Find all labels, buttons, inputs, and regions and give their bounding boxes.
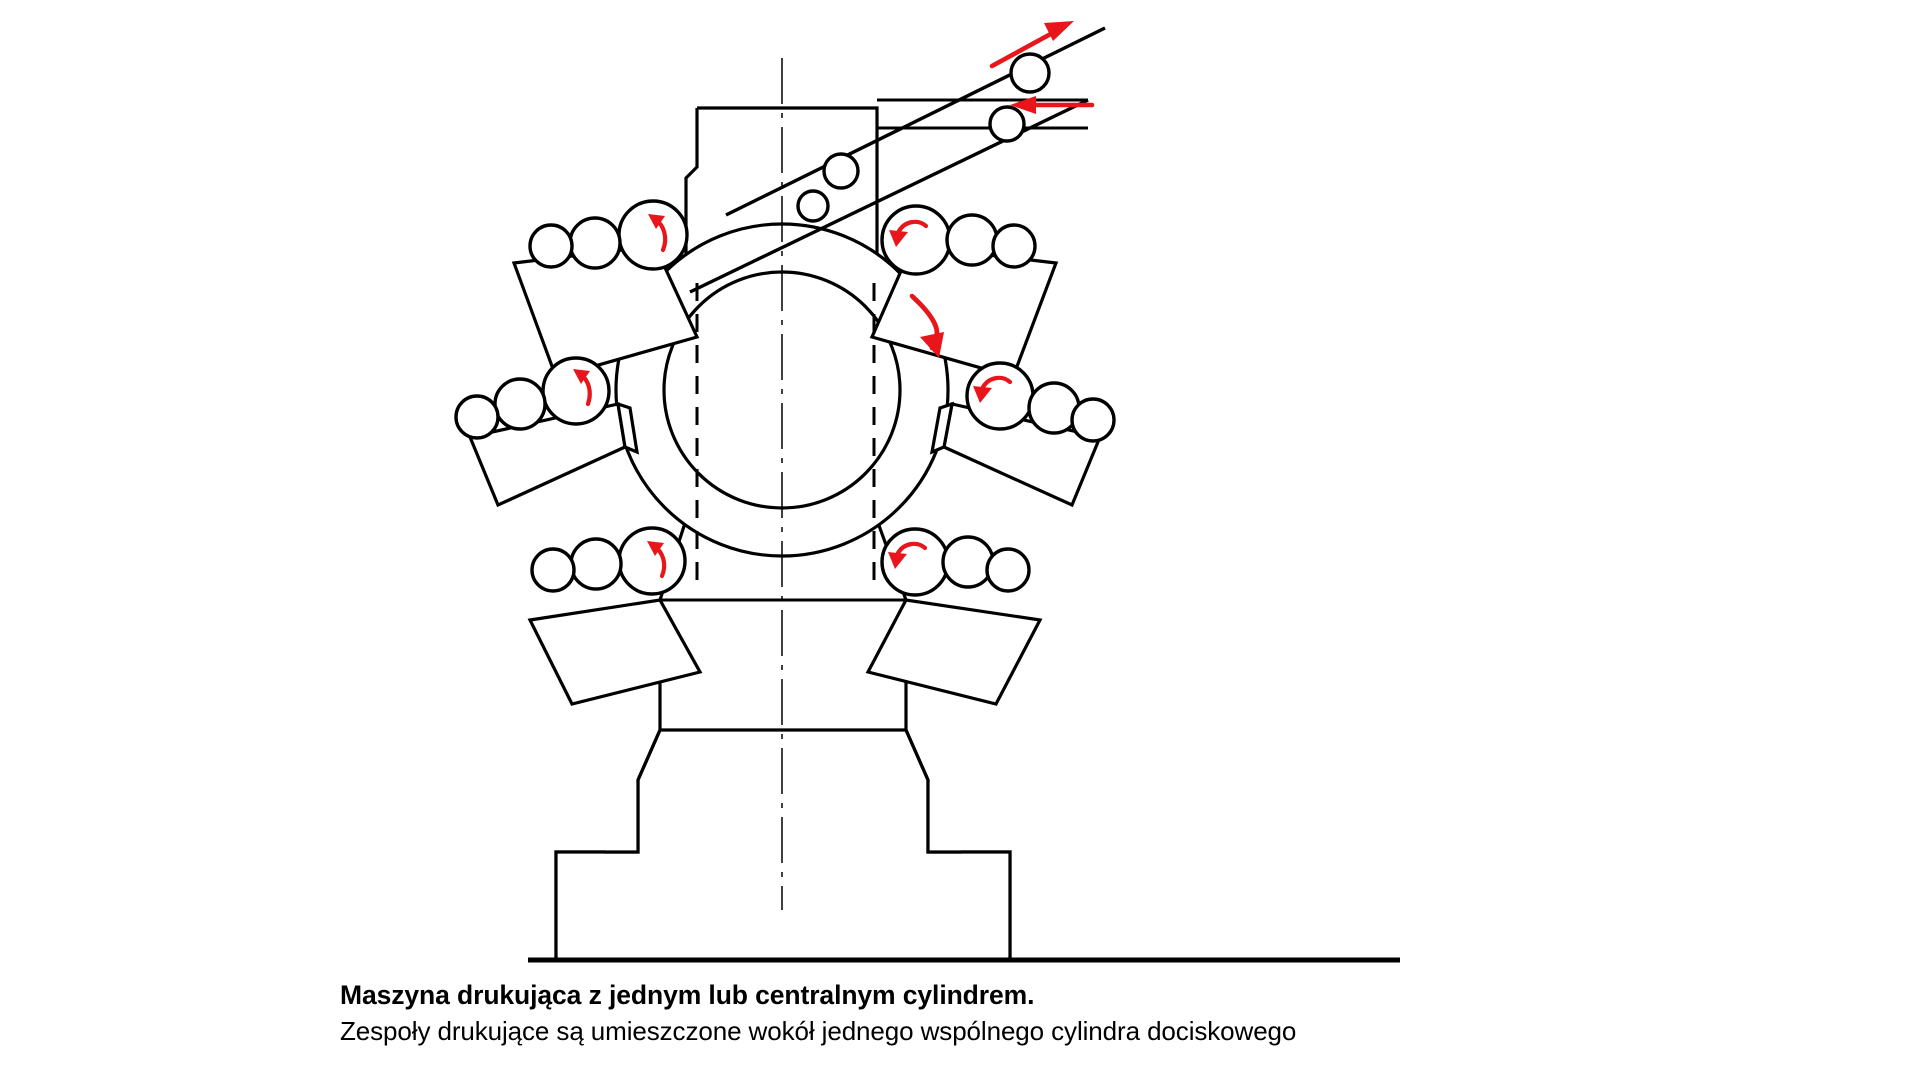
roller-train-upper-left[interactable] [528,199,689,271]
rotation-arrow-middle-left [573,369,592,407]
ink-roller-upper-right-2[interactable] [991,223,1037,269]
roller-train-middle-right[interactable] [965,361,1116,443]
plate-roller-upper-left[interactable] [617,199,689,271]
rotation-arrow-lower-left [647,541,667,579]
web-guide-roller-1[interactable] [1009,52,1051,94]
figure-caption: Maszyna drukująca z jednym lub centralny… [340,980,1540,1049]
plate-roller-upper-right[interactable] [880,204,952,276]
ink-roller-upper-left-2[interactable] [528,223,574,269]
rotation-arrow-upper-left [648,214,668,253]
web-guide-roller-4[interactable] [796,189,830,223]
web-in-arrow [1010,96,1095,114]
roller-train-upper-right[interactable] [880,204,1037,276]
plate-roller-middle-left[interactable] [541,356,611,426]
roller-train-lower-left[interactable] [530,526,687,596]
ink-roller-middle-right-2[interactable] [1070,397,1116,443]
roller-train-lower-right[interactable] [880,527,1031,597]
ink-roller-middle-left-2[interactable] [454,394,500,440]
caption-title: Maszyna drukująca z jednym lub centralny… [340,980,1035,1010]
caption-subtitle: Zespoły drukujące są umieszczone wokół j… [340,1016,1297,1047]
plate-roller-middle-right[interactable] [965,361,1035,431]
ink-roller-lower-right-2[interactable] [985,547,1031,593]
print-unit-lower-right[interactable] [865,598,1043,706]
ink-roller-lower-left-1[interactable] [569,537,623,591]
rotation-arrow-middle-right [973,375,1013,403]
ink-roller-middle-left-1[interactable] [493,377,547,431]
roller-train-middle-left[interactable] [454,356,611,440]
machine-base [528,728,1400,963]
plate-roller-lower-right[interactable] [880,527,950,597]
ink-roller-lower-left-2[interactable] [530,547,576,593]
web-guide-roller-3[interactable] [822,152,860,190]
web-path [689,26,1106,294]
ink-roller-lower-right-1[interactable] [941,535,995,589]
rotation-arrow-upper-right [889,219,929,247]
web-out-arrow [989,21,1074,69]
rotation-arrow-lower-right [888,541,928,569]
ink-roller-upper-right-1[interactable] [945,213,999,267]
plate-roller-lower-left[interactable] [617,526,687,596]
cylinder-rotation-arrow [909,293,944,358]
web-guide-roller-2[interactable] [988,105,1026,143]
ink-roller-upper-left-1[interactable] [568,216,622,270]
print-unit-lower-left[interactable] [527,598,703,706]
